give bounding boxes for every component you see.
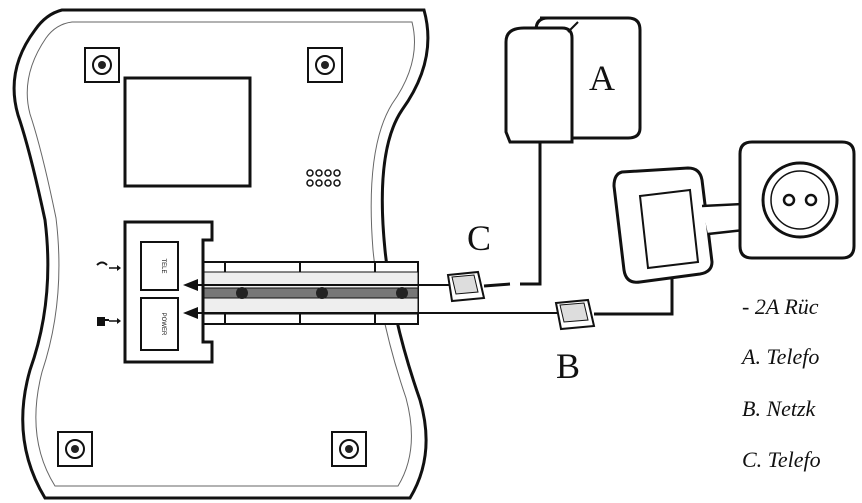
base-station-outline <box>12 8 430 500</box>
power-plug-icon <box>97 317 121 326</box>
cable-channel <box>199 261 419 325</box>
screw-foot-top-right <box>307 47 343 83</box>
base-station-inner-outline <box>26 21 415 487</box>
power-cable <box>664 268 674 316</box>
label-c: C <box>467 218 492 258</box>
jack-panel <box>123 220 214 364</box>
wall-power-outlet <box>738 140 856 260</box>
label-b: B <box>556 346 581 386</box>
telephone-wall-socket-a <box>504 16 642 144</box>
telephone-plug-c <box>446 270 511 303</box>
telephone-line-cable <box>520 140 542 286</box>
phone-icon <box>96 261 121 271</box>
power-plug-b <box>554 298 664 331</box>
arrow-to-power-port <box>183 307 558 319</box>
screw-foot-bottom-right <box>331 431 367 467</box>
arrow-to-tele-port <box>183 279 450 291</box>
tele-port-label: TELE <box>160 258 166 273</box>
screw-foot-top-left <box>84 47 120 83</box>
power-port-label: POWER <box>160 313 166 336</box>
svg-text:POWER: POWER <box>160 313 166 336</box>
label-a: A <box>589 58 615 98</box>
legend-line-1: - 2A Rüc <box>742 294 819 319</box>
legend-line-3: B. Netzk <box>742 396 816 421</box>
speaker-holes <box>306 169 341 187</box>
power-adapter <box>612 166 750 284</box>
legend-line-2: A. Telefo <box>742 344 820 369</box>
label-panel <box>123 76 252 188</box>
screw-foot-bottom-left <box>57 431 93 467</box>
legend-line-4: C. Telefo <box>742 447 821 472</box>
svg-text:TELE: TELE <box>160 258 166 273</box>
